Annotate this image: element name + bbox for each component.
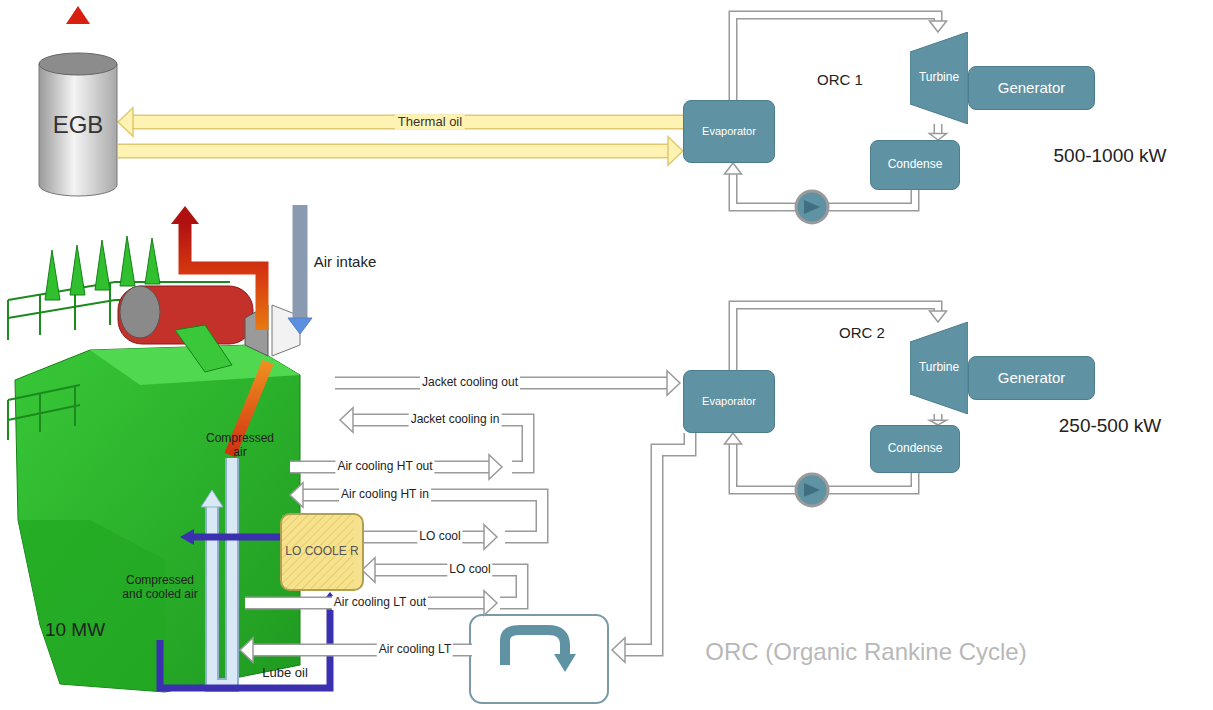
condenser-box: Condense <box>870 140 960 190</box>
diagram-label: Air cooling HT out <box>335 460 434 474</box>
cooling-line <box>612 433 690 662</box>
cooling-line <box>335 371 680 396</box>
connector-fill <box>733 305 938 370</box>
arrow-head <box>484 591 497 616</box>
arrow-head <box>667 371 680 396</box>
diagram-label: Compressed air <box>201 432 279 460</box>
arrow-head <box>489 455 502 480</box>
connector-outline <box>253 644 472 657</box>
connector-outline <box>934 414 943 420</box>
connector-outline <box>290 461 489 474</box>
node-text: Condense <box>888 158 943 172</box>
pump-symbol <box>796 474 828 506</box>
diagram-label: ORC 2 <box>839 324 885 341</box>
diagram-label: 250-500 kW <box>1059 415 1161 437</box>
connector-fill <box>625 433 690 650</box>
diagram-label: Jacket cooling in <box>409 413 502 427</box>
evaporator-box: Evaporator <box>683 100 775 163</box>
diagram-label: Compressed and cooled air <box>116 574 204 602</box>
flow-connector <box>929 414 946 425</box>
connector-outline <box>625 433 690 650</box>
diagram-label: Air cooling LT <box>377 643 453 657</box>
arrow-head <box>724 433 741 444</box>
cooling-line <box>240 638 472 663</box>
diagram-label: 500-1000 kW <box>1053 145 1166 167</box>
connector-outline <box>245 597 484 610</box>
turbine-symbol: Turbine <box>910 32 968 124</box>
connector-outline <box>733 15 938 100</box>
diagram-label: ORC 1 <box>817 71 863 88</box>
arrow-head <box>240 638 253 663</box>
diagram-label: LO cool <box>417 530 462 544</box>
connector-fill <box>733 15 938 100</box>
node-text: Generator <box>998 369 1066 386</box>
arrow-head <box>929 21 946 32</box>
arrow-head <box>929 311 946 322</box>
arrow-head <box>290 483 303 508</box>
flow-connector <box>118 108 683 137</box>
node-text: Condense <box>888 442 943 456</box>
node-text: Turbine <box>919 71 959 85</box>
arrow-head <box>340 408 353 433</box>
connector-fill <box>935 124 941 134</box>
diagram-label: Air intake <box>314 253 377 270</box>
connector-outline <box>934 124 943 134</box>
arrow-head <box>484 525 497 550</box>
connector-outline <box>335 377 667 390</box>
cooling-line <box>245 591 497 616</box>
pump-symbol <box>796 191 828 223</box>
diagram-label: Air cooling LT out <box>332 596 428 610</box>
connector-outline <box>358 531 484 544</box>
boiler-cylinder: EGB <box>38 52 118 197</box>
flow-connector <box>118 137 683 166</box>
arrow-head <box>118 108 133 137</box>
node-text: Evaporator <box>702 395 756 408</box>
node-text: EGB <box>53 111 104 139</box>
diagram-label: Air cooling HT in <box>339 488 431 502</box>
cooling-line <box>340 408 528 467</box>
generator-box: Generator <box>968 66 1095 110</box>
connector-outline <box>118 144 668 159</box>
connector-outline <box>733 305 938 370</box>
diagram-label: 10 MW <box>45 619 105 641</box>
node-text: LO COOLE R <box>285 545 358 559</box>
turbine-symbol: Turbine <box>910 322 968 414</box>
edge-label: Thermal oil <box>395 115 465 130</box>
node-text: Turbine <box>919 361 959 375</box>
diagram-label: ORC (Organic Rankine Cycle) <box>705 638 1026 666</box>
generator-box: Generator <box>968 356 1095 400</box>
condenser-box: Condense <box>870 425 960 473</box>
diagram-label: Lube oil <box>262 666 308 681</box>
node-text: Generator <box>998 79 1066 96</box>
cooling-line <box>358 525 497 550</box>
arrow-head <box>724 163 741 174</box>
diagram-label: Jacket cooling out <box>420 376 520 390</box>
connector-fill <box>118 145 668 157</box>
cooling-line <box>290 455 502 480</box>
arrow-head <box>668 137 683 166</box>
arrow-head <box>612 638 625 663</box>
evaporator-box: Evaporator <box>683 370 775 433</box>
connector-outline <box>133 115 683 130</box>
node-text: Evaporator <box>702 125 756 138</box>
connector-fill <box>935 414 941 420</box>
flow-connector <box>929 124 946 140</box>
cooler-box: LO COOLE R <box>280 513 364 591</box>
diagram-label: LO cool <box>447 563 492 577</box>
